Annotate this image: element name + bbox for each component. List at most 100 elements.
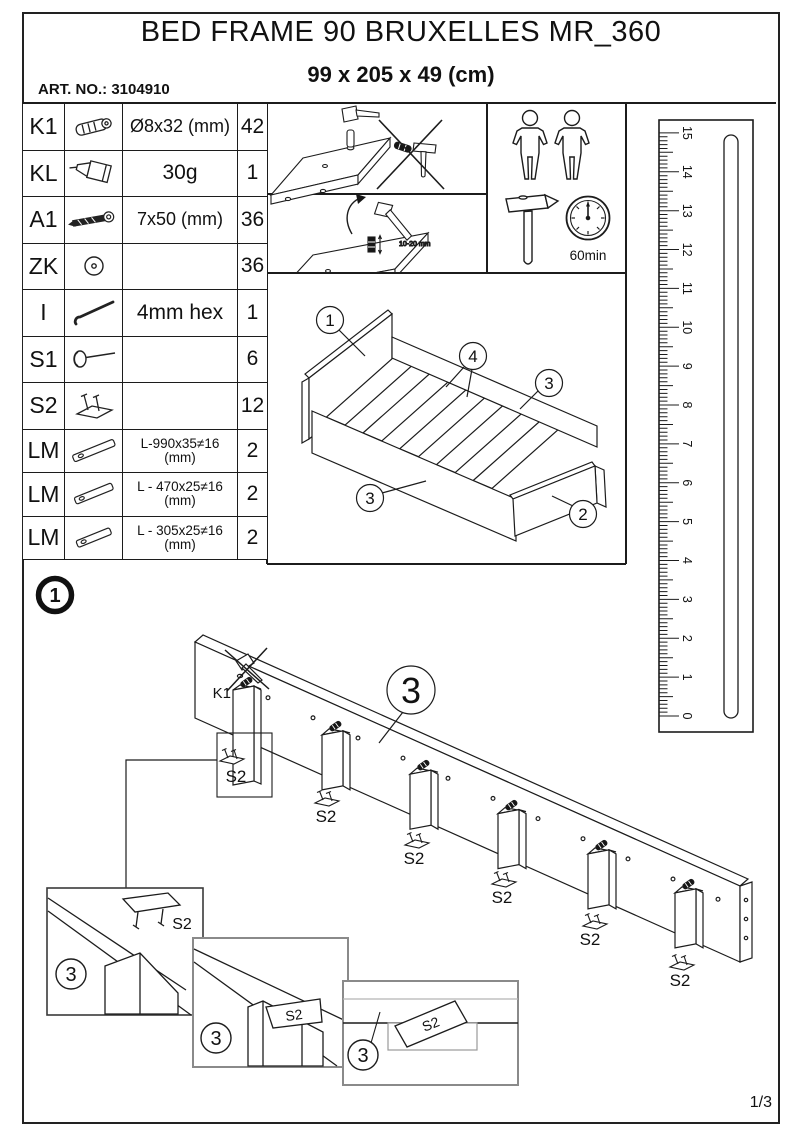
allen-key-icon [65, 290, 123, 337]
s2-label: S2 [580, 930, 601, 949]
divider [625, 104, 627, 564]
s2-label: S2 [404, 849, 425, 868]
ruler-number: 14 [680, 165, 694, 179]
s2-glide-icon [582, 912, 608, 930]
glue-tube-icon [65, 150, 123, 197]
part-qty: 1 [238, 290, 267, 337]
k1-label: K1 [213, 685, 231, 702]
s2-label: S2 [226, 767, 247, 786]
part-spec [123, 383, 238, 430]
part-label: K1 [23, 104, 65, 151]
dowel-icon [65, 104, 123, 151]
product-dimensions: 99 x 205 x 49 (cm) [307, 62, 495, 87]
detail-inset-glide-placed: 3 S2 [192, 937, 349, 1068]
divider [267, 193, 486, 195]
callout-side-rail: 3 [365, 489, 374, 508]
hammer-icon [505, 193, 560, 265]
inset-callout: 3 [65, 964, 76, 986]
s2-label: S2 [670, 971, 691, 990]
page-border [22, 12, 780, 1124]
part-label: ZK [23, 243, 65, 290]
inset-callout: 3 [210, 1028, 221, 1050]
part-qty: 42 [238, 104, 267, 151]
parts-table: K1 Ø8x32 (mm) 42 KL 30g 1 A1 [23, 104, 267, 560]
detail-inset-glide-side-view: 3 S2 [342, 980, 519, 1086]
part-label: A1 [23, 197, 65, 244]
ruler: 0 1 2 3 4 5 6 7 8 9 10 11 12 13 14 15 [658, 119, 754, 733]
no-sideways-hammer-diagram [269, 105, 445, 205]
clock-icon [565, 195, 611, 241]
ruler-number: 15 [680, 126, 694, 140]
detail-inset-glide-above: 3 S2 [46, 887, 204, 1016]
s2-glide-icon [404, 831, 430, 849]
inset-callout: 3 [357, 1045, 368, 1067]
part-qty: 2 [238, 429, 267, 473]
leg [672, 878, 704, 949]
person-icon [512, 109, 548, 180]
ruler-number: 9 [680, 363, 694, 370]
part-spec [123, 336, 238, 383]
part-qty: 12 [238, 383, 267, 430]
slat-icon [65, 473, 123, 517]
callout-slats: 4 [468, 347, 477, 366]
part-label: LM [23, 516, 65, 560]
dowel-holes [265, 695, 721, 902]
ruler-number: 0 [680, 713, 694, 720]
ruler-number: 13 [680, 204, 694, 218]
part-label: S1 [23, 336, 65, 383]
assembly-overview: 1 4 3 3 2 [301, 305, 607, 542]
article-number: ART. NO.: 3104910 [38, 81, 170, 98]
part-spec: 4mm hex [123, 290, 238, 337]
part-qty: 2 [238, 516, 267, 560]
part-qty: 36 [238, 243, 267, 290]
screw-icon [65, 197, 123, 244]
s2-glide-icon [669, 953, 695, 971]
step-number-badge: 1 [35, 575, 75, 615]
s2-glide-icon [314, 789, 340, 807]
divider [486, 104, 488, 273]
leg [495, 799, 527, 870]
connector-line [125, 759, 217, 888]
ruler-scale: 0 1 2 3 4 5 6 7 8 9 10 11 12 13 14 15 [680, 126, 694, 720]
slat-icon [65, 429, 123, 473]
ruler-number: 4 [680, 557, 694, 564]
ruler-number: 8 [680, 402, 694, 409]
part-label: S2 [23, 383, 65, 430]
part-spec: 30g [123, 150, 238, 197]
person-icon [554, 109, 590, 180]
page-number: 1/3 [749, 1094, 772, 1111]
s2-label: S2 [316, 807, 337, 826]
side-rail-board [193, 634, 753, 963]
ruler-number: 1 [680, 674, 694, 681]
nail-icon [65, 336, 123, 383]
ruler-ticks [659, 132, 679, 717]
step-number: 1 [49, 585, 60, 607]
leg [585, 839, 617, 910]
part-qty: 6 [238, 336, 267, 383]
ruler-number: 12 [680, 243, 694, 257]
s2-label: S2 [172, 916, 192, 933]
board-callout: 3 [401, 670, 421, 711]
s2-glide-icon [491, 870, 517, 888]
divider [267, 563, 626, 565]
ruler-number: 10 [680, 320, 694, 334]
headboard [301, 309, 393, 445]
assembly-time-label: 60min [570, 248, 607, 263]
leg [319, 720, 351, 791]
far-side-rail [391, 336, 598, 448]
s2-label: S2 [284, 1006, 303, 1024]
part-spec: L - 305x25≠16 (mm) [123, 516, 238, 560]
ruler-number: 5 [680, 518, 694, 525]
no-hammer-icon [224, 647, 270, 692]
callout-footboard: 2 [578, 505, 587, 524]
part-label: LM [23, 473, 65, 517]
page-title: BED FRAME 90 BRUXELLES MR_360 [140, 16, 662, 48]
board-callout-circle [386, 665, 436, 715]
part-qty: 2 [238, 473, 267, 517]
ruler-slot [723, 134, 739, 719]
requirements-panel: 60min [505, 109, 611, 265]
slat-icon [65, 516, 123, 560]
glide-plate-icon [65, 383, 123, 430]
s2-label: S2 [492, 888, 513, 907]
